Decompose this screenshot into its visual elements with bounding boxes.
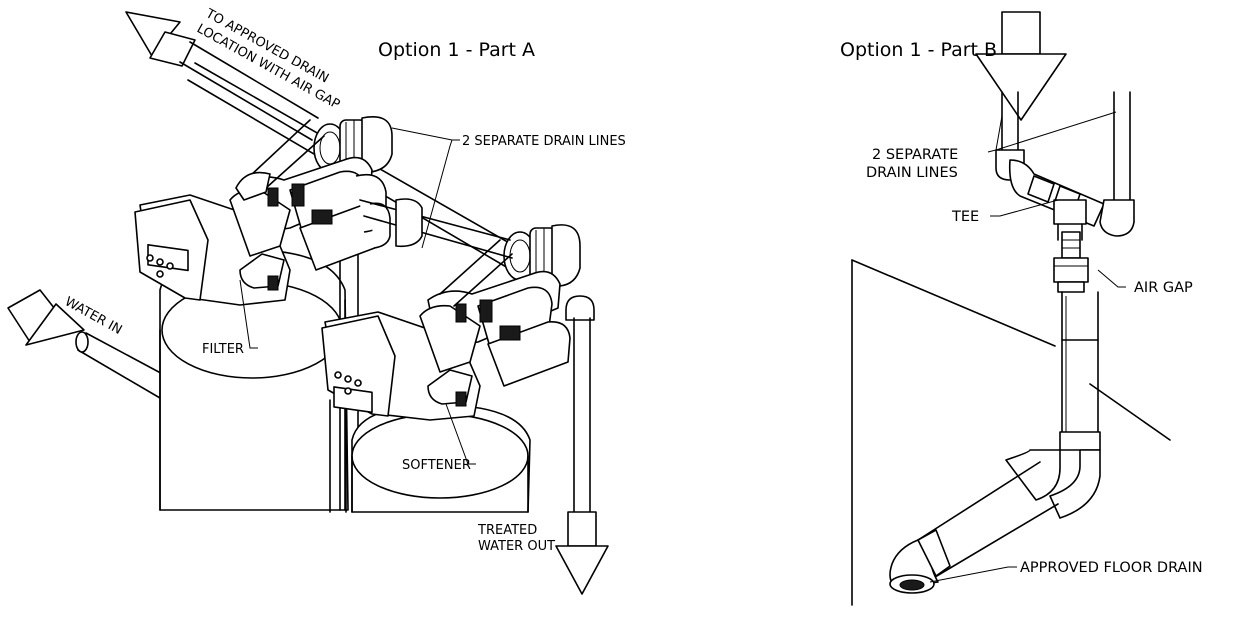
part-a-leaders: [239, 127, 476, 465]
drain-union-lower: [503, 224, 581, 287]
air-gap-label: AIR GAP: [1134, 280, 1193, 296]
tee-assembly: [995, 149, 1135, 241]
tee-label: TEE: [951, 209, 979, 225]
drain-outlet-arrow: [125, 11, 196, 67]
part-a-title: Option 1 - Part A: [378, 39, 535, 61]
softener-riser-pipes: [329, 399, 347, 513]
drain-union-upper: [313, 116, 393, 173]
separate-drain-lines-label: 2 SEPARATE DRAIN LINES: [462, 134, 626, 149]
softener-valve-head: [321, 270, 571, 421]
interconnect-pipes: [235, 119, 513, 307]
filter-label: FILTER: [202, 342, 244, 357]
part-b-leaders: [929, 111, 1126, 583]
part-b-title: Option 1 - Part B: [840, 39, 997, 61]
part-b-drawing: [851, 11, 1171, 606]
drain-flow-arrow: [975, 11, 1067, 121]
filter-valve-head: [134, 156, 391, 306]
wall-outline: [851, 259, 1171, 606]
water-inlet: [7, 289, 171, 399]
softener-label: SOFTENER: [402, 458, 471, 473]
treated-label-line2: WATER OUT: [478, 539, 555, 554]
filter-tank: [159, 249, 349, 511]
vertical-drop-pipe: [1057, 281, 1099, 433]
treated-water-out: [555, 295, 609, 595]
separate-drain-pipes: [1001, 91, 1131, 201]
treated-label-line1: TREATED: [477, 523, 537, 538]
floor-elbow: [917, 431, 1101, 581]
softener-tank: [351, 404, 531, 513]
floor-drain-outlet: [889, 529, 951, 594]
floor-drain-label: APPROVED FLOOR DRAIN: [1020, 560, 1203, 576]
part-a-drawing: [7, 11, 609, 595]
air-gap-fitting: [1053, 231, 1089, 283]
separate-label-line1: 2 SEPARATE: [872, 147, 958, 163]
separate-label-line2: DRAIN LINES: [866, 165, 958, 181]
